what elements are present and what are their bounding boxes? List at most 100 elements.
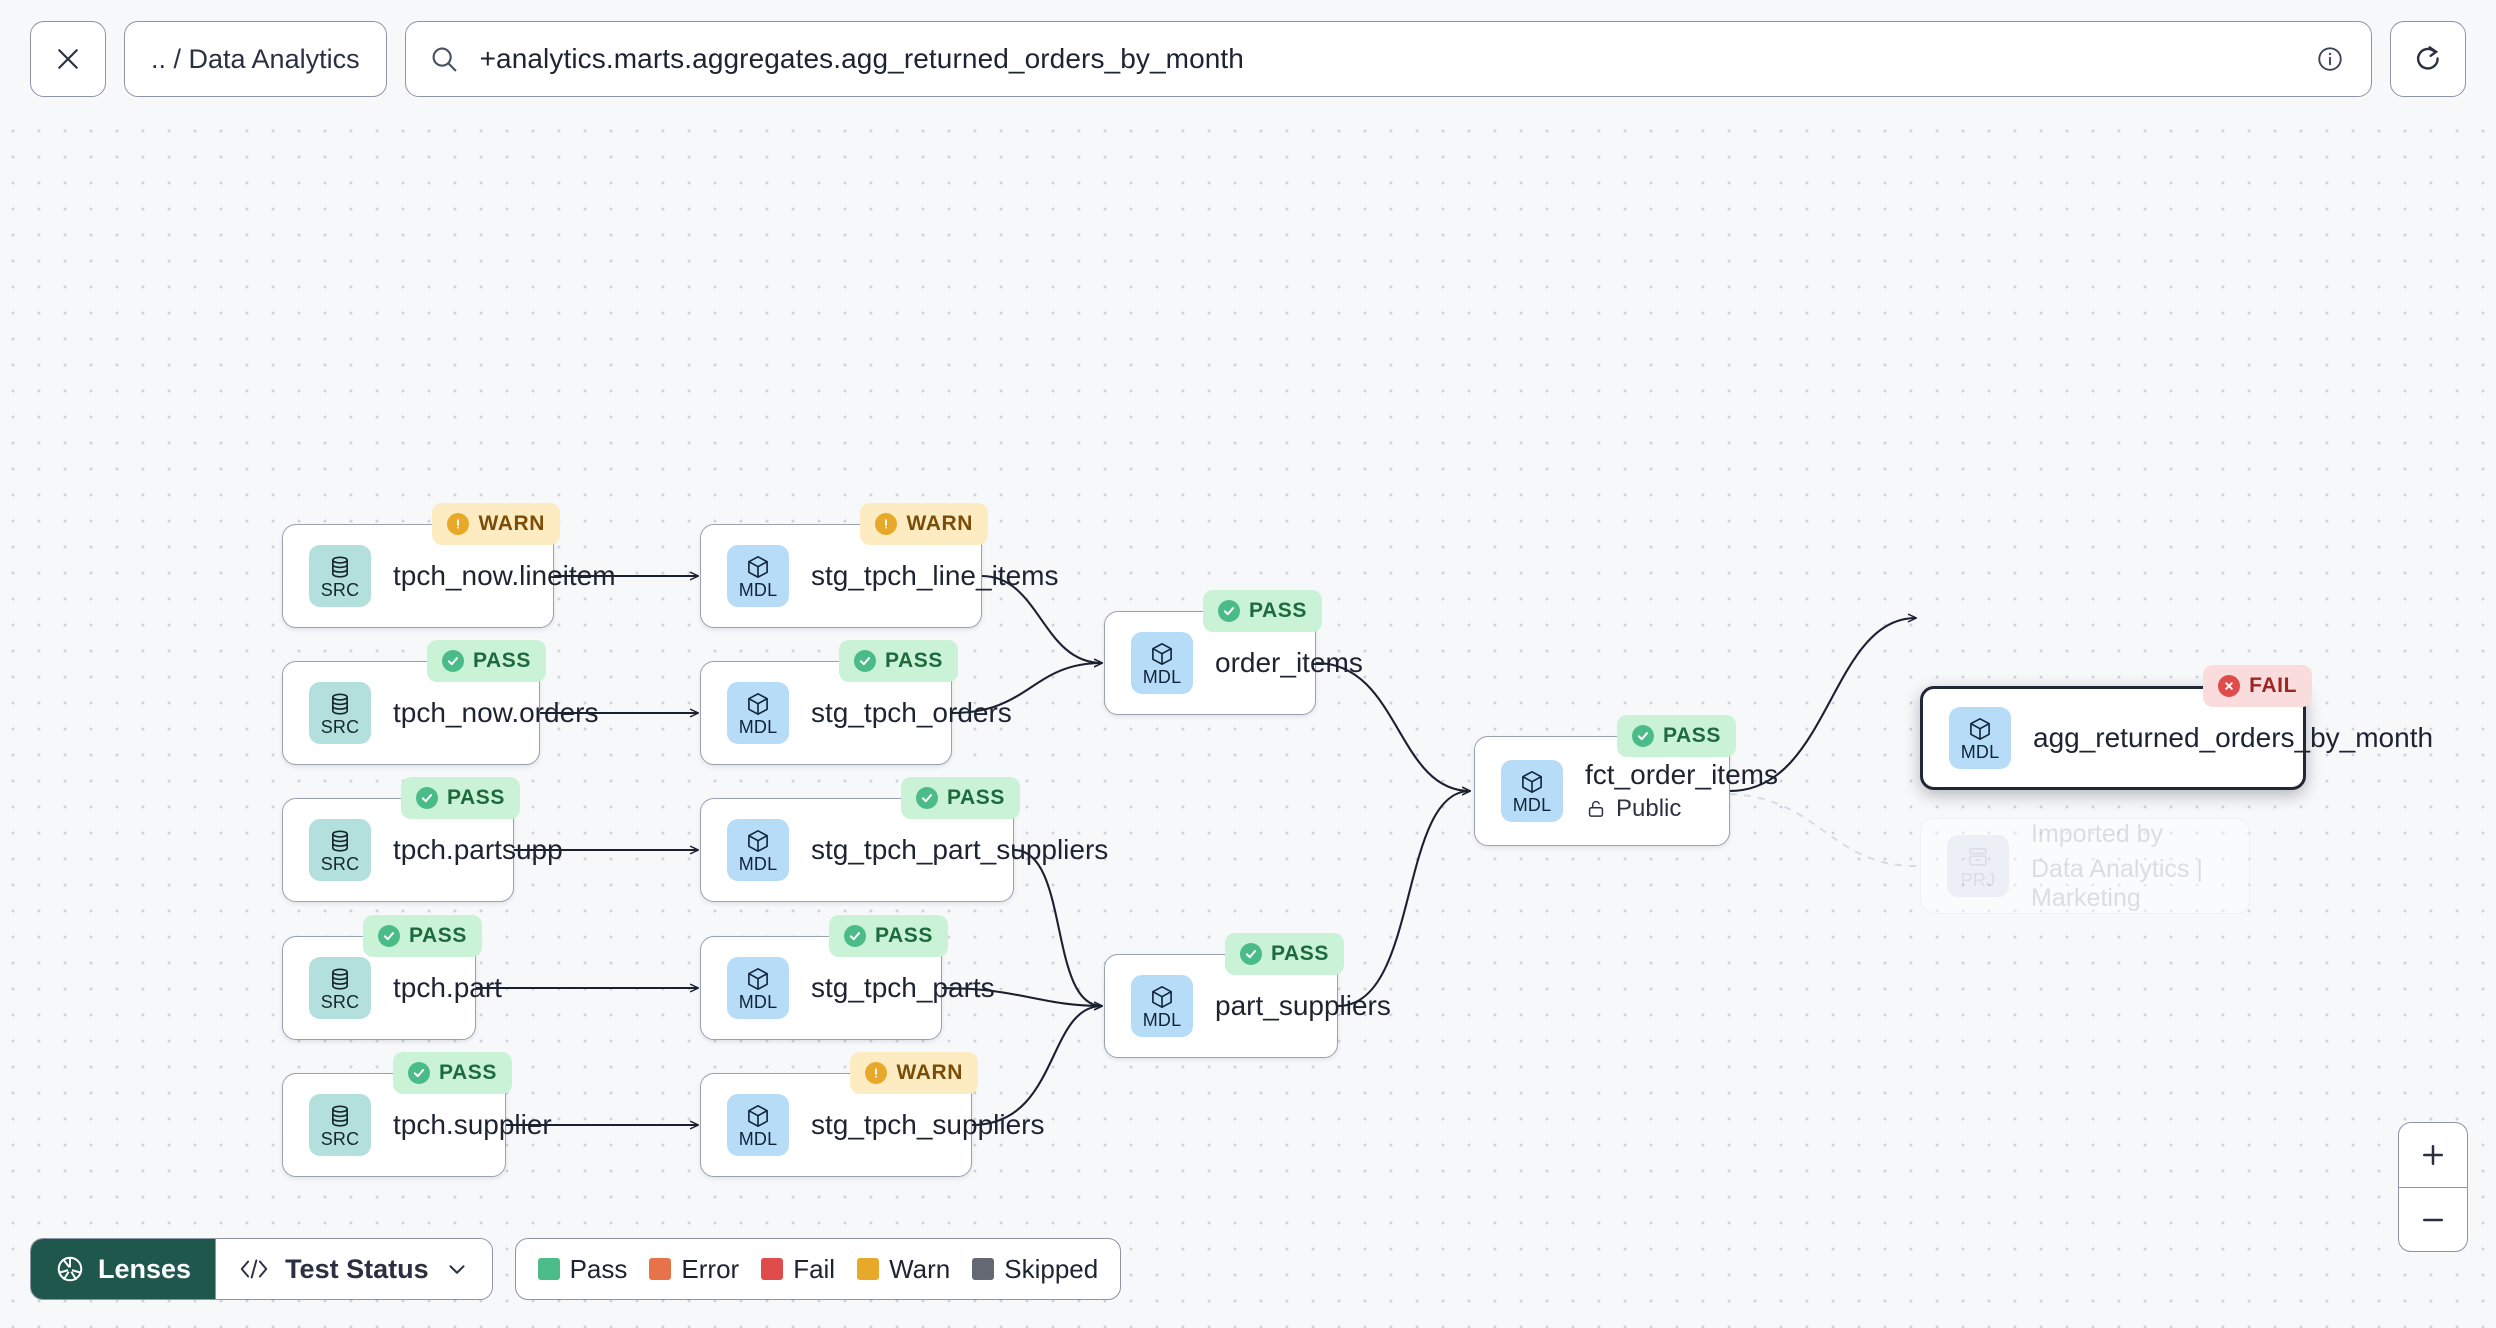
pass-check-icon [1631, 725, 1654, 747]
database-icon [327, 828, 353, 854]
pass-check-icon [441, 650, 464, 672]
status-badge-pass: PASS [400, 777, 520, 819]
cube-icon [745, 966, 771, 992]
node-tpch-partsupp[interactable]: SRC tpch.partsupp [282, 798, 563, 902]
code-brackets-icon [238, 1257, 270, 1281]
search-input[interactable]: +analytics.marts.aggregates.agg_returned… [404, 21, 2372, 97]
node-subtitle: Public [1585, 795, 1778, 823]
legend-item-skipped[interactable]: Skipped [972, 1254, 1098, 1285]
close-button[interactable] [30, 21, 106, 97]
node-kind-label: MDL [738, 579, 778, 600]
node-kind-badge-mdl: MDL [727, 682, 789, 744]
node-name: stg_tpch_part_suppliers [811, 834, 1109, 866]
node-subtitle: Data Analytics | Marketing [2031, 855, 2249, 913]
legend-item-error[interactable]: Error [649, 1254, 739, 1285]
status-badge-warn: WARN [432, 503, 560, 545]
cube-icon [1149, 641, 1175, 667]
node-kind-badge-mdl: MDL [1131, 975, 1193, 1037]
node-kind-label: MDL [1512, 794, 1552, 815]
legend-label: Skipped [1004, 1253, 1099, 1284]
node-text: tpch_now.lineitem [393, 560, 616, 591]
node-text: part_suppliers [1215, 990, 1391, 1021]
status-badge-fail: FAIL [2203, 665, 2312, 707]
lineage-node-wrapper: SRC tpch.supplier PASS [282, 1052, 552, 1177]
status-badge-warn: WARN [850, 1052, 978, 1094]
legend-swatch-error [649, 1258, 672, 1280]
legend-swatch-warn [857, 1258, 880, 1280]
pass-check-icon [1217, 600, 1240, 622]
zoom-in-button[interactable] [2399, 1123, 2467, 1187]
lenses-label: Lenses [98, 1253, 192, 1284]
test-status-label: Test Status [285, 1253, 429, 1284]
fail-cross-icon [2218, 675, 2241, 697]
pass-check-icon [915, 787, 938, 809]
node-part-suppliers[interactable]: MDL part_suppliers [1104, 954, 1391, 1058]
node-kind-badge-prj: PRJ [1947, 835, 2009, 897]
refresh-button[interactable] [2390, 21, 2466, 97]
legend-item-fail[interactable]: Fail [761, 1254, 835, 1285]
node-text: order_items [1215, 647, 1363, 678]
lineage-node-wrapper: MDL stg_tpch_suppliers WARN [700, 1052, 1044, 1177]
node-kind-badge-src: SRC [309, 957, 371, 1019]
status-badge-pass: PASS [838, 640, 958, 682]
node-kind-label: SRC [320, 853, 360, 874]
node-kind-badge-src: SRC [309, 1094, 371, 1156]
zoom-out-button[interactable] [2399, 1187, 2467, 1251]
cube-icon [745, 828, 771, 854]
node-agg-returned-orders-by-month[interactable]: MDL agg_returned_orders_by_month [1920, 686, 2433, 790]
node-kind-label: SRC [320, 991, 360, 1012]
database-icon [327, 966, 353, 992]
info-circle-icon[interactable] [2315, 44, 2345, 74]
status-badge-label: PASS [408, 924, 467, 947]
legend-swatch-pass [537, 1258, 560, 1280]
node-text: tpch.part [393, 972, 502, 1003]
pass-check-icon [407, 1062, 430, 1084]
node-name: stg_tpch_orders [811, 697, 1012, 729]
node-name: agg_returned_orders_by_month [2033, 722, 2434, 754]
minus-icon [2423, 1218, 2443, 1221]
status-badge-label: PASS [438, 1061, 497, 1084]
lenses-button[interactable]: Lenses [31, 1239, 216, 1299]
close-icon [53, 44, 83, 74]
pass-check-icon [853, 650, 876, 672]
node-name: tpch.supplier [393, 1109, 552, 1141]
node-kind-label: MDL [1142, 666, 1182, 687]
status-badge-label: PASS [1248, 599, 1307, 622]
breadcrumb[interactable]: .. / Data Analytics [124, 21, 387, 97]
node-text: tpch.partsupp [393, 834, 563, 865]
status-badge-label: PASS [472, 649, 531, 672]
lineage-node-wrapper: MDL order_items PASS [1104, 590, 1363, 715]
status-badge-label: PASS [446, 786, 505, 809]
node-kind-label: MDL [738, 991, 778, 1012]
database-icon [327, 1103, 353, 1129]
status-badge-label: FAIL [2249, 674, 2297, 697]
node-kind-badge-src: SRC [309, 545, 371, 607]
warn-exclaim-icon [865, 1062, 888, 1084]
node-text: stg_tpch_suppliers [811, 1109, 1044, 1140]
node-name: tpch.partsupp [393, 834, 563, 866]
warn-exclaim-icon [447, 513, 470, 535]
status-badge-label: PASS [884, 649, 943, 672]
status-badge-label: WARN [478, 512, 545, 535]
status-badge-label: PASS [1662, 724, 1721, 747]
legend-item-warn[interactable]: Warn [857, 1254, 950, 1285]
database-icon [327, 691, 353, 717]
node-name: tpch_now.lineitem [393, 560, 616, 592]
node-text: agg_returned_orders_by_month [2033, 722, 2433, 753]
node-kind-label: MDL [738, 1128, 778, 1149]
node-kind-badge-mdl: MDL [727, 1094, 789, 1156]
node-kind-badge-mdl: MDL [1949, 707, 2011, 769]
status-badge-label: PASS [946, 786, 1005, 809]
legend-item-pass[interactable]: Pass [537, 1254, 627, 1285]
test-status-dropdown[interactable]: Test Status [215, 1239, 492, 1299]
cube-icon [1519, 769, 1545, 795]
